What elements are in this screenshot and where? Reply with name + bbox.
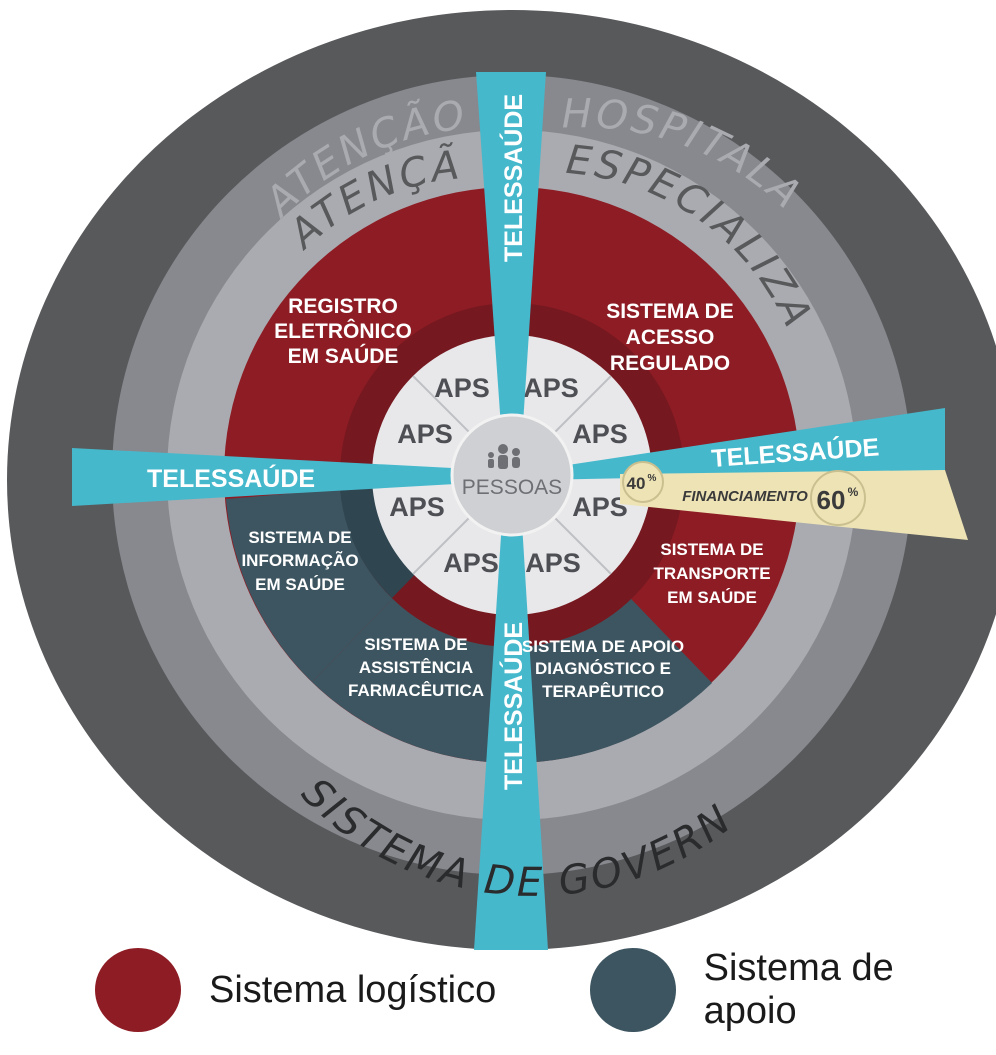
svg-text:SISTEMA DE: SISTEMA DE (606, 300, 734, 323)
sector-label-registro: REGISTRO ELETRÔNICO EM SAÚDE (274, 295, 412, 368)
sector-label-informacao: SISTEMA DE INFORMAÇÃO EM SAÚDE (241, 528, 358, 594)
svg-text:EM SAÚDE: EM SAÚDE (255, 575, 345, 594)
financiamento-40-unit: % (648, 473, 657, 484)
aps-label: APS (443, 548, 499, 578)
aps-label: APS (572, 492, 628, 522)
financiamento-60-badge (810, 470, 866, 526)
legend-swatch-apoio (590, 948, 676, 1032)
aps-label: APS (523, 373, 579, 403)
legend-item-apoio: Sistema de apoio (590, 947, 996, 1032)
people-icon (488, 444, 520, 469)
aps-label: APS (397, 419, 453, 449)
legend-label-apoio: Sistema de apoio (703, 947, 894, 1032)
financiamento-band (620, 470, 968, 540)
aps-label: APS (389, 492, 445, 522)
financiamento-label: FINANCIAMENTO (682, 488, 808, 505)
sector-label-diagnostico: SISTEMA DE APOIO DIAGNÓSTICO E TERAPÊUTI… (522, 637, 684, 701)
aps-label: APS (434, 373, 490, 403)
center-circle (450, 413, 574, 537)
center-label: PESSOAS (462, 476, 562, 499)
financiamento-60-value: 60 (817, 485, 846, 515)
legend-item-logistico: Sistema logístico (95, 948, 496, 1032)
telessaude-beam-top (476, 72, 546, 470)
financiamento-40-badge (622, 461, 664, 503)
telessaude-label-bottom: TELESSAÚDE (498, 622, 528, 790)
svg-text:DIAGNÓSTICO E: DIAGNÓSTICO E (535, 659, 671, 678)
svg-text:ELETRÔNICO: ELETRÔNICO (274, 319, 412, 343)
sector-label-farmaceutica: SISTEMA DE ASSISTÊNCIA FARMACÊUTICA (348, 635, 484, 700)
sector-label-transporte: SISTEMA DE TRANSPORTE EM SAÚDE (653, 540, 770, 607)
svg-text:EM SAÚDE: EM SAÚDE (288, 344, 399, 368)
aps-label: APS (572, 419, 628, 449)
telessaude-label-left: TELESSAÚDE (147, 463, 315, 493)
svg-text:REGULADO: REGULADO (610, 352, 730, 375)
svg-text:REGISTRO: REGISTRO (288, 295, 398, 318)
svg-text:ACESSO: ACESSO (626, 326, 715, 349)
svg-text:INFORMAÇÃO: INFORMAÇÃO (241, 550, 358, 570)
financiamento-40-value: 40 (627, 474, 646, 493)
svg-text:SISTEMA DE APOIO: SISTEMA DE APOIO (522, 637, 684, 656)
telessaude-label-top: TELESSAÚDE (498, 94, 528, 262)
svg-text:TRANSPORTE: TRANSPORTE (653, 564, 770, 583)
svg-text:SISTEMA DE: SISTEMA DE (248, 528, 351, 547)
aps-label: APS (525, 548, 581, 578)
svg-text:FARMACÊUTICA: FARMACÊUTICA (348, 681, 484, 700)
legend-label-logistico: Sistema logístico (209, 968, 497, 1011)
svg-text:SISTEMA DE: SISTEMA DE (660, 540, 763, 559)
legend-swatch-logistico (95, 948, 181, 1032)
svg-text:ASSISTÊNCIA: ASSISTÊNCIA (359, 658, 473, 677)
telessaude-beam-left (72, 448, 490, 506)
svg-text:TERAPÊUTICO: TERAPÊUTICO (542, 682, 664, 701)
svg-text:SISTEMA DE: SISTEMA DE (364, 635, 467, 654)
financiamento-60-unit: % (848, 485, 859, 499)
sector-label-acesso: SISTEMA DE ACESSO REGULADO (606, 300, 734, 375)
svg-text:EM SAÚDE: EM SAÚDE (667, 588, 757, 607)
telessaude-beam-bottom (474, 490, 548, 950)
